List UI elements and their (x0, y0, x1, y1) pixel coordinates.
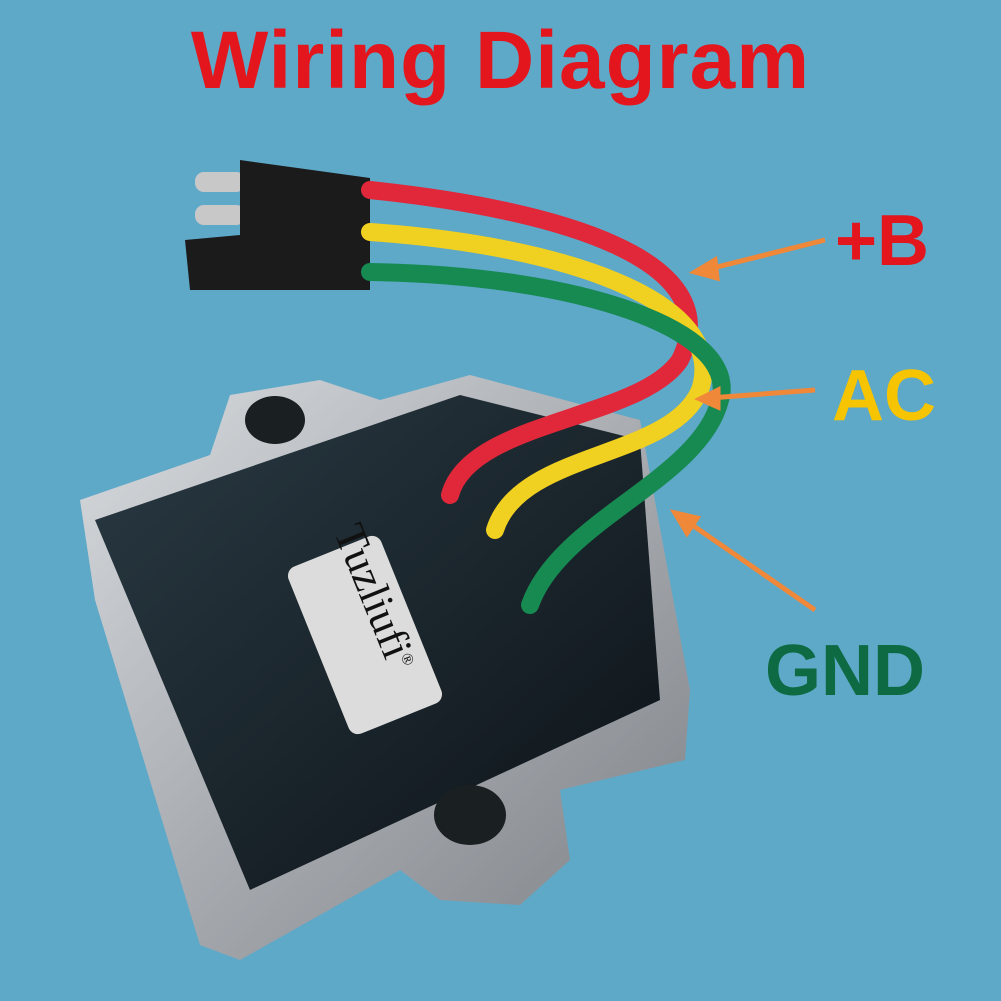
plug-connector (185, 160, 370, 290)
connector-pin (195, 172, 245, 192)
label-b-plus: +B (835, 201, 930, 281)
connector-body (185, 160, 370, 290)
wire-yellow (361, 223, 713, 539)
page-title: Wiring Diagram (190, 15, 811, 106)
arrow-ac (694, 385, 816, 411)
connector-pin (195, 205, 245, 225)
label-ac: AC (832, 356, 936, 436)
label-gnd: GND (765, 631, 925, 711)
mounting-hole-top (245, 396, 305, 444)
mounting-hole-bottom (434, 785, 506, 845)
annotation-arrows (669, 237, 826, 613)
regulator-housing (80, 375, 690, 960)
arrow-b-plus (688, 237, 826, 282)
brand-sticker (287, 535, 443, 735)
wire-green (361, 263, 731, 614)
arrow-gnd (669, 509, 817, 613)
